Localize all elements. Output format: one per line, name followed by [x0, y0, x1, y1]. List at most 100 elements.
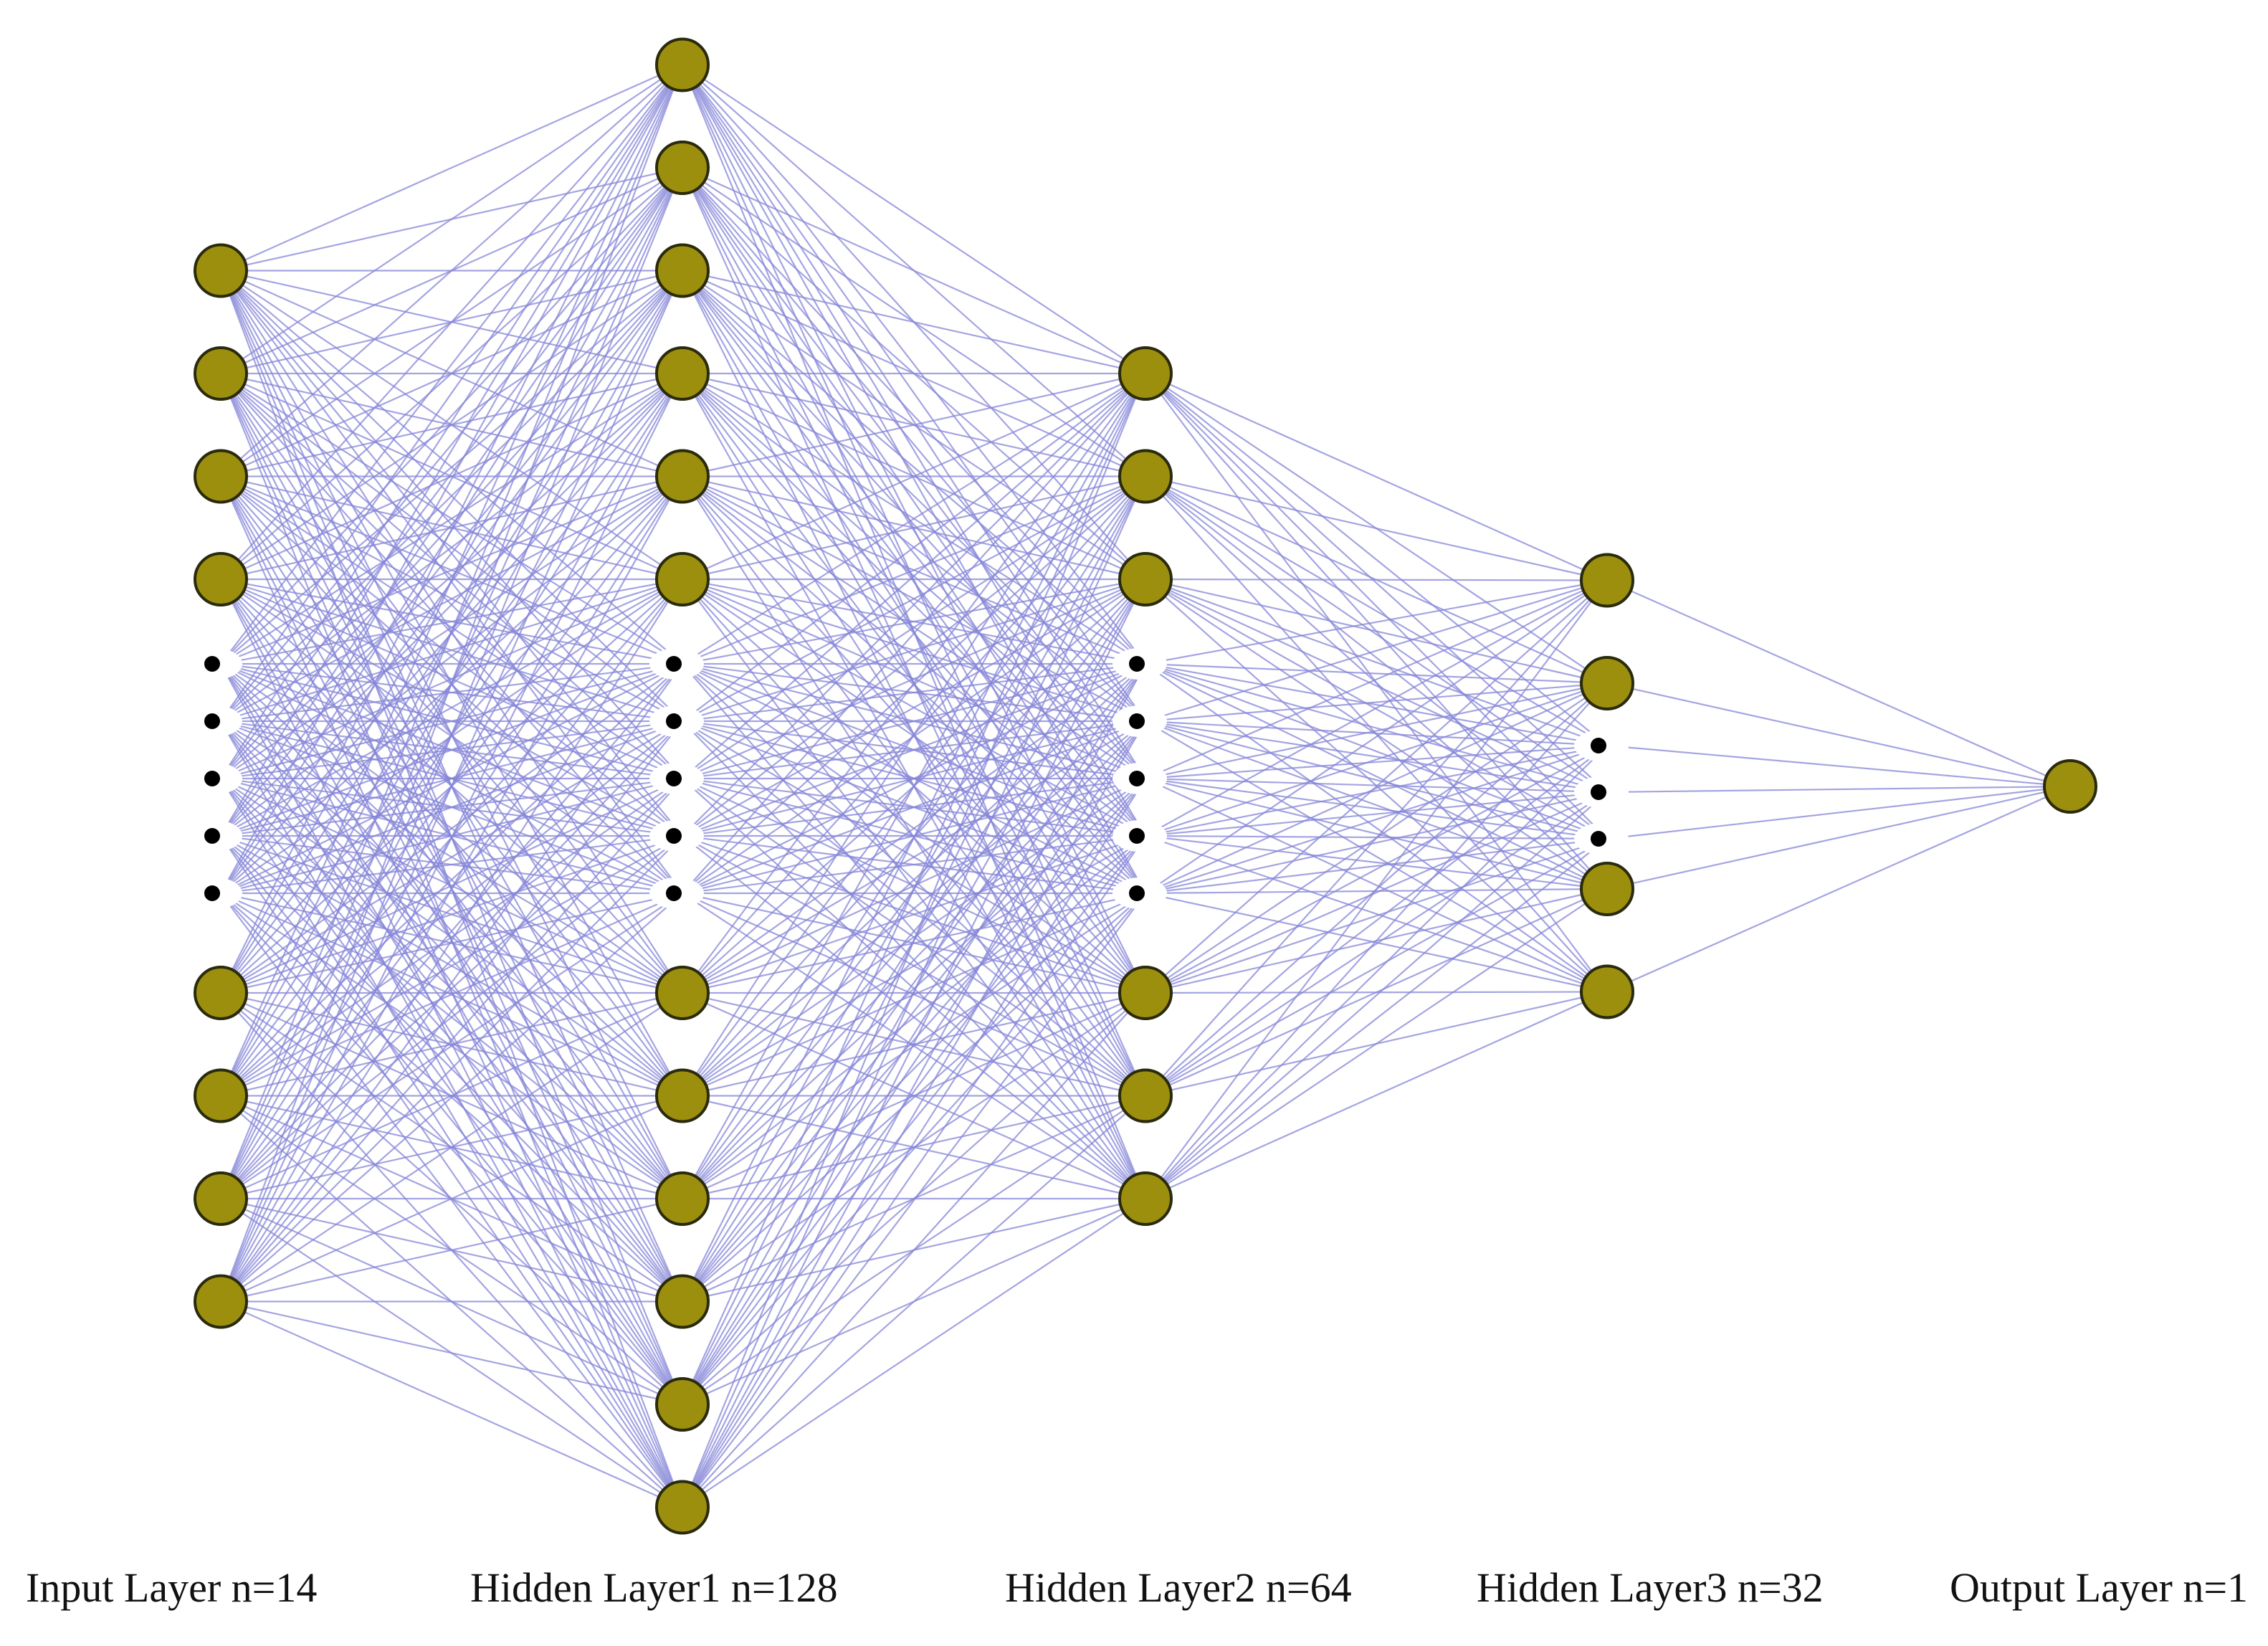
- connection-line: [1145, 475, 1608, 746]
- connection-line: [220, 834, 683, 895]
- connection-line: [682, 663, 1146, 1405]
- connection-line: [219, 167, 684, 1302]
- connection-line: [682, 578, 1146, 665]
- input-layer-node: [194, 1171, 248, 1226]
- connection-line: [220, 893, 683, 1303]
- connection-line: [1145, 579, 1608, 665]
- connection-line: [682, 373, 1146, 779]
- connection-line: [220, 663, 683, 1199]
- connection-line: [682, 1095, 1146, 1508]
- connection-line: [220, 579, 683, 894]
- hidden-layer1-label: Hidden Layer1 n=128: [470, 1564, 838, 1611]
- connection-line: [220, 892, 683, 994]
- ellipsis-dot: [204, 885, 220, 901]
- connection-line: [220, 992, 683, 1303]
- connection-line: [220, 167, 683, 894]
- connection-line: [682, 663, 1146, 1508]
- connection-line: [1145, 662, 1608, 747]
- connection-line: [220, 720, 683, 1405]
- connection-lines: [219, 64, 2071, 1508]
- ellipsis-dot: [666, 828, 682, 844]
- connection-line: [220, 578, 683, 780]
- connection-line: [682, 475, 1146, 837]
- connection-line: [1145, 682, 1608, 780]
- input-layer-node: [194, 966, 248, 1020]
- connection-line: [682, 373, 1146, 665]
- connection-line: [220, 373, 683, 722]
- connection-line: [220, 892, 683, 1097]
- connection-line: [1145, 744, 1608, 895]
- connection-line: [1145, 888, 1608, 1199]
- connection-line: [682, 373, 1146, 1199]
- connection-line: [1145, 579, 1608, 894]
- connection-line: [682, 663, 1146, 1303]
- ellipsis-dot: [1591, 831, 1606, 847]
- connection-line: [1606, 785, 2071, 993]
- connection-line: [1145, 682, 1608, 837]
- connection-line: [682, 834, 1146, 895]
- connection-line: [220, 373, 683, 837]
- connection-line: [682, 778, 1146, 1508]
- connection-line: [682, 778, 1146, 1405]
- connection-line: [682, 778, 1146, 1303]
- connection-line: [1145, 662, 1608, 685]
- connection-line: [682, 372, 1146, 581]
- hidden-layer1-node: [655, 1480, 710, 1535]
- connection-line: [220, 835, 683, 1097]
- connection-line: [682, 64, 1146, 779]
- hidden-layer1-node: [655, 346, 710, 401]
- ellipsis-dot: [666, 771, 682, 786]
- connection-line: [220, 373, 683, 779]
- connection-line: [220, 64, 683, 477]
- connection-line: [682, 893, 1146, 1508]
- connection-line: [682, 720, 1146, 994]
- connection-line: [682, 270, 1146, 894]
- connection-line: [220, 64, 683, 894]
- connection-line: [220, 270, 683, 894]
- connection-line: [682, 1198, 1146, 1508]
- connection-line: [220, 65, 683, 994]
- ellipsis-dot: [666, 713, 682, 729]
- connection-line: [1145, 579, 1608, 780]
- connection-line: [220, 270, 683, 779]
- connection-line: [220, 663, 683, 994]
- hidden-layer1-node: [655, 552, 710, 606]
- connection-line: [1145, 579, 1608, 837]
- hidden-layer2-node: [1118, 449, 1173, 504]
- connection-line: [220, 475, 683, 665]
- connection-line: [220, 834, 683, 994]
- connection-line: [1145, 888, 1608, 895]
- ellipsis-dot: [1129, 885, 1145, 901]
- connection-line: [1145, 579, 1608, 793]
- connection-line: [219, 65, 684, 1096]
- connection-line: [1145, 372, 1608, 581]
- connection-line: [220, 663, 683, 1508]
- connection-line: [220, 167, 683, 837]
- connection-line: [1145, 888, 1608, 1097]
- ellipsis-dot: [204, 713, 220, 729]
- connection-line: [1145, 720, 1608, 993]
- connection-line: [682, 373, 1146, 994]
- connection-line: [682, 720, 1146, 1199]
- connection-line: [1145, 663, 1608, 993]
- connection-line: [1145, 791, 1608, 1199]
- ellipsis-dot: [666, 656, 682, 672]
- connection-line: [1145, 892, 1608, 993]
- connection-line: [219, 270, 684, 1302]
- connection-line: [220, 778, 683, 994]
- connection-line: [220, 778, 683, 1097]
- connection-line: [682, 270, 1146, 722]
- connection-line: [1145, 720, 1608, 890]
- hidden-layer1-node: [655, 449, 710, 504]
- input-layer-node: [194, 1274, 248, 1329]
- connection-line: [1145, 682, 1608, 895]
- connection-line: [220, 893, 683, 1508]
- connection-line: [682, 167, 1146, 894]
- connection-line: [220, 475, 683, 837]
- connection-line: [1145, 744, 1608, 837]
- connection-line: [220, 64, 683, 665]
- connection-line: [220, 663, 683, 894]
- connection-line: [682, 578, 1146, 723]
- connection-line: [681, 476, 1147, 1508]
